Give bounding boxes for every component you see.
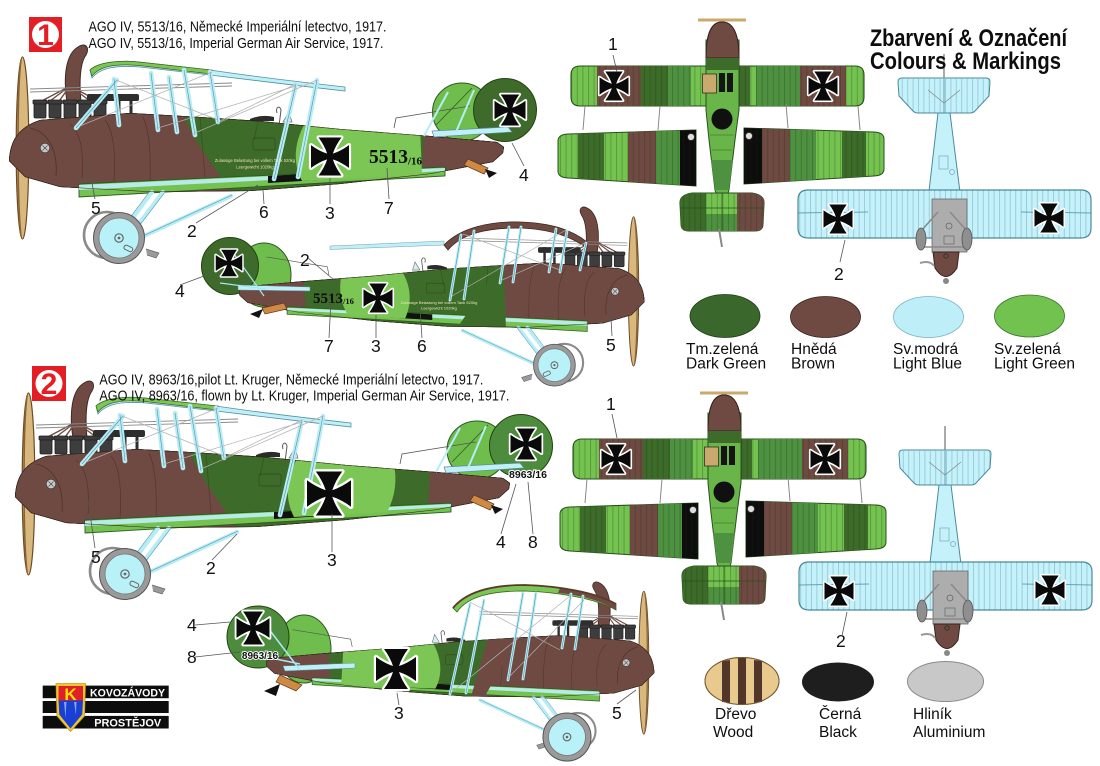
svg-text:3: 3 (327, 550, 337, 570)
svg-text:Brown: Brown (791, 356, 835, 373)
svg-text:1: 1 (606, 394, 616, 414)
svg-text:AGO IV, 8963/16, flown by Lt.: AGO IV, 8963/16, flown by Lt. Kruger, Im… (99, 389, 509, 405)
svg-text:2: 2 (300, 250, 310, 270)
svg-text:2: 2 (206, 558, 216, 578)
svg-text:Hliník: Hliník (913, 706, 952, 723)
svg-text:2: 2 (834, 264, 844, 284)
svg-text:Leergewicht 1020kg: Leergewicht 1020kg (236, 165, 274, 170)
svg-text:Zulassige Belastung bei vollem: Zulassige Belastung bei vollem Tank 520k… (401, 300, 478, 305)
svg-text:Hnědá: Hnědá (791, 341, 837, 358)
svg-text:6: 6 (259, 202, 269, 222)
svg-text:3: 3 (394, 703, 404, 723)
svg-text:7: 7 (324, 336, 334, 356)
svg-text:Zulassige Belastung bei vollem: Zulassige Belastung bei vollem Tank 520k… (215, 158, 296, 163)
svg-text:Leergewicht 1020kg: Leergewicht 1020kg (421, 306, 457, 311)
svg-text:4: 4 (175, 281, 185, 301)
svg-text:5: 5 (612, 703, 622, 723)
svg-text:AGO IV, 8963/16,pilot Lt. Krug: AGO IV, 8963/16,pilot Lt. Kruger, Německ… (99, 373, 483, 389)
svg-text:Light Blue: Light Blue (893, 356, 962, 373)
svg-text:Wood: Wood (713, 724, 753, 741)
svg-text:Black: Black (819, 724, 857, 741)
svg-text:KOVOZÁVODY: KOVOZÁVODY (90, 686, 165, 699)
svg-text:1: 1 (37, 19, 54, 52)
svg-text:3: 3 (325, 203, 335, 223)
svg-text:4: 4 (519, 165, 529, 185)
svg-text:8: 8 (187, 647, 197, 667)
svg-text:Sv.modrá: Sv.modrá (893, 341, 959, 358)
svg-text:PROSTĚJOV: PROSTĚJOV (94, 717, 161, 730)
svg-text:AGO IV, 5513/16, Imperial Germ: AGO IV, 5513/16, Imperial German Air Ser… (89, 36, 384, 52)
svg-text:5: 5 (91, 198, 101, 218)
svg-text:5: 5 (606, 335, 616, 355)
svg-text:Zbarvení & Označení: Zbarvení & Označení (870, 25, 1068, 52)
svg-text:8: 8 (528, 532, 538, 552)
svg-text:6: 6 (417, 336, 427, 356)
svg-text:8963/16: 8963/16 (509, 469, 547, 481)
svg-text:5: 5 (91, 547, 101, 567)
svg-text:1: 1 (608, 34, 618, 54)
svg-text:Colours & Markings: Colours & Markings (870, 48, 1061, 75)
svg-text:Sv.zelená: Sv.zelená (994, 341, 1061, 358)
svg-text:7: 7 (384, 198, 394, 218)
svg-text:Dark Green: Dark Green (686, 356, 766, 373)
svg-text:Aluminium: Aluminium (913, 724, 985, 741)
svg-text:2: 2 (836, 631, 846, 651)
svg-text:Light Green: Light Green (994, 356, 1075, 373)
svg-text:2: 2 (187, 221, 197, 241)
svg-text:AGO IV, 5513/16, Německé Imper: AGO IV, 5513/16, Německé Imperiální lete… (89, 19, 387, 35)
svg-text:3: 3 (371, 336, 381, 356)
svg-text:K: K (64, 685, 77, 704)
svg-text:Černá: Černá (819, 706, 862, 723)
svg-text:Dřevo: Dřevo (715, 706, 756, 723)
svg-text:Tm.zelená: Tm.zelená (686, 341, 759, 358)
svg-text:8963/16: 8963/16 (242, 651, 279, 662)
svg-text:2: 2 (41, 368, 58, 401)
svg-text:4: 4 (187, 615, 197, 635)
svg-text:4: 4 (496, 532, 506, 552)
